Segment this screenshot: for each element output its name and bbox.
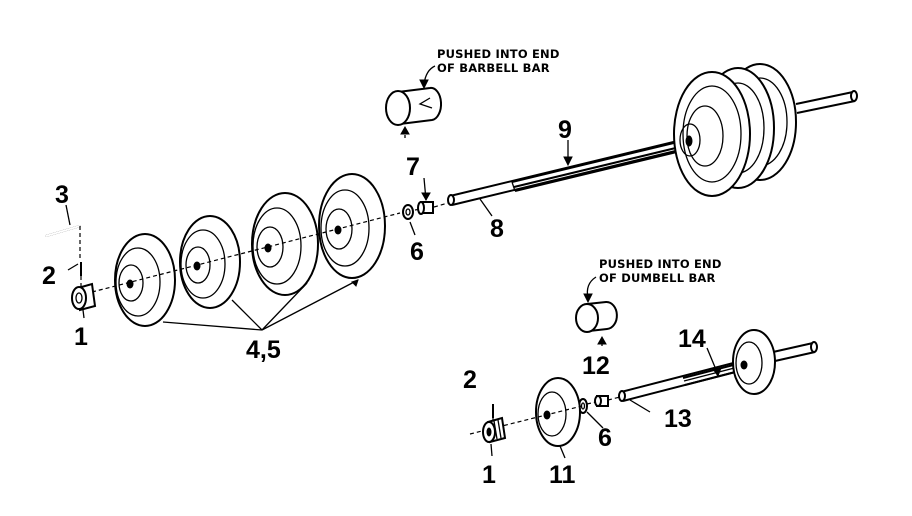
barbell-small-cap-and-washer — [402, 201, 449, 220]
leader-lines-4-5 — [162, 279, 359, 331]
barbell-knurled-grip — [511, 140, 686, 192]
callout-13: 13 — [664, 405, 692, 433]
callout-1-left: 1 — [74, 323, 88, 351]
dumbell-plate-part-11 — [535, 377, 581, 447]
note-dumbell-end-line1: PUSHED INTO END — [599, 257, 722, 271]
note-barbell-end-line2: OF BARBELL BAR — [437, 61, 550, 75]
weight-plate-3 — [251, 192, 319, 296]
dumbell-end-cap-part-12 — [575, 300, 618, 346]
collar-part-1-right — [482, 416, 507, 444]
barbell-bar — [447, 137, 693, 206]
callout-7: 7 — [406, 153, 420, 181]
callout-9: 9 — [558, 116, 572, 144]
callout-6-top: 6 — [410, 238, 424, 266]
callout-8: 8 — [490, 215, 504, 243]
dumbell-assembled-weight — [732, 329, 776, 395]
collar-part-1-left — [71, 282, 97, 312]
dumbell-leader-arrows — [490, 347, 722, 459]
callout-11: 11 — [549, 461, 576, 489]
callout-2-left: 2 — [42, 262, 56, 290]
callout-1-right: 1 — [482, 461, 496, 489]
callout-4-5: 4,5 — [246, 336, 281, 364]
pin-part-3 — [45, 225, 81, 260]
dumbell-bar — [618, 341, 818, 402]
note-dumbell-end-line2: OF DUMBELL BAR — [599, 271, 716, 285]
barbell-leader-arrows — [65, 140, 573, 319]
barbell-assembled-weights — [673, 63, 858, 197]
dumbell-small-cap-and-washer — [578, 395, 621, 414]
callout-2-right: 2 — [463, 366, 477, 394]
weight-plate-4 — [318, 173, 386, 279]
callout-3: 3 — [55, 181, 69, 209]
barbell-end-cap-part-7 — [385, 86, 443, 140]
callout-12: 12 — [582, 352, 610, 380]
callout-6-bottom: 6 — [598, 424, 612, 452]
callout-14: 14 — [678, 325, 706, 353]
weight-plate-1 — [114, 233, 176, 327]
note-barbell-end-line1: PUSHED INTO END — [437, 47, 560, 61]
